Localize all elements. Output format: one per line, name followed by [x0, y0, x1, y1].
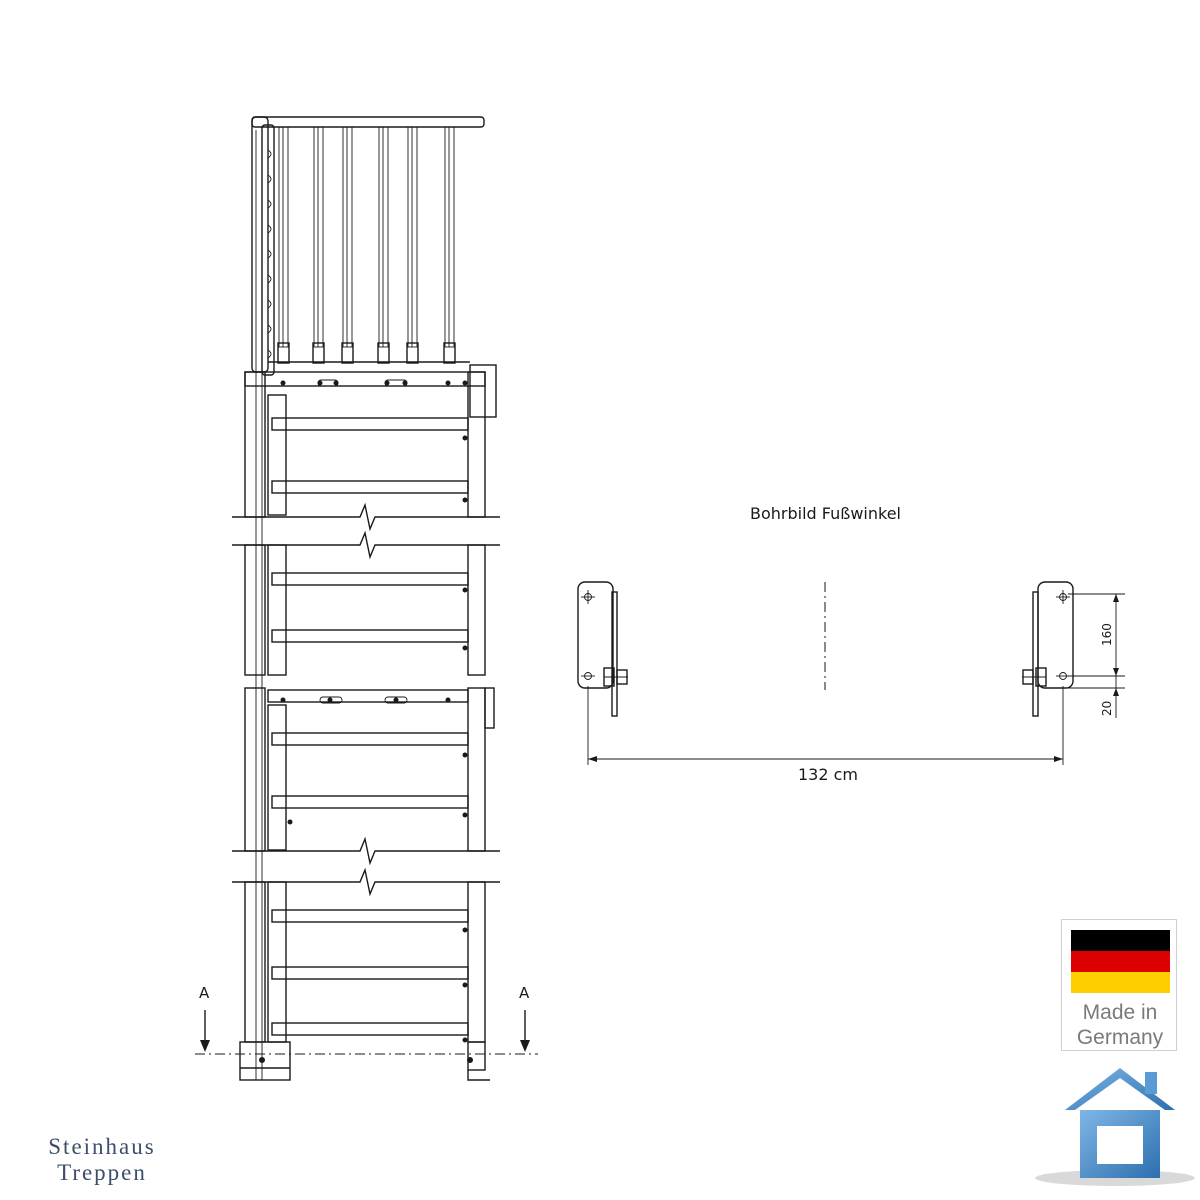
stair-treads	[271, 417, 469, 1043]
hole-spacing-label: 160	[1100, 623, 1114, 646]
section-marker-left: A	[199, 984, 210, 1002]
section-marker-right: A	[519, 984, 530, 1002]
detail-title: Bohrbild Fußwinkel	[750, 504, 901, 523]
right-stringer	[467, 371, 495, 1043]
flag-stripe-gold	[1071, 972, 1170, 993]
section-line-a-a: A A	[195, 984, 538, 1055]
made-in-label: Made in Germany	[1076, 1001, 1164, 1049]
left-stringer	[244, 130, 287, 1080]
drill-pattern-detail: Bohrbild Fußwinkel	[577, 504, 1125, 784]
brand-line-2: Treppen	[57, 1160, 147, 1185]
landing-railing	[251, 116, 497, 418]
brand-wordmark: Steinhaus Treppen	[22, 1134, 182, 1186]
intermediate-bracket	[267, 689, 469, 704]
baluster-brackets	[277, 342, 456, 364]
house-icon	[1035, 1068, 1195, 1186]
break-lines	[232, 502, 500, 897]
stair-elevation: A A	[195, 116, 538, 1081]
landing-platform	[244, 371, 486, 387]
left-foot-bracket	[577, 581, 628, 717]
right-foot-bracket	[1022, 581, 1074, 717]
made-in-germany-badge: Made in Germany	[1061, 919, 1177, 1051]
flag-stripe-black	[1071, 930, 1170, 951]
flag-stripe-red	[1071, 951, 1170, 972]
railing-balusters	[278, 126, 455, 348]
height-dimensions: 160 20	[1068, 593, 1125, 718]
width-dimension-label: 132 cm	[798, 765, 858, 784]
edge-offset-label: 20	[1100, 701, 1114, 716]
width-dimension: 132 cm	[587, 686, 1064, 784]
base-feet	[239, 1041, 490, 1081]
brand-line-1: Steinhaus	[48, 1134, 156, 1159]
handrail-nubs	[267, 149, 272, 359]
